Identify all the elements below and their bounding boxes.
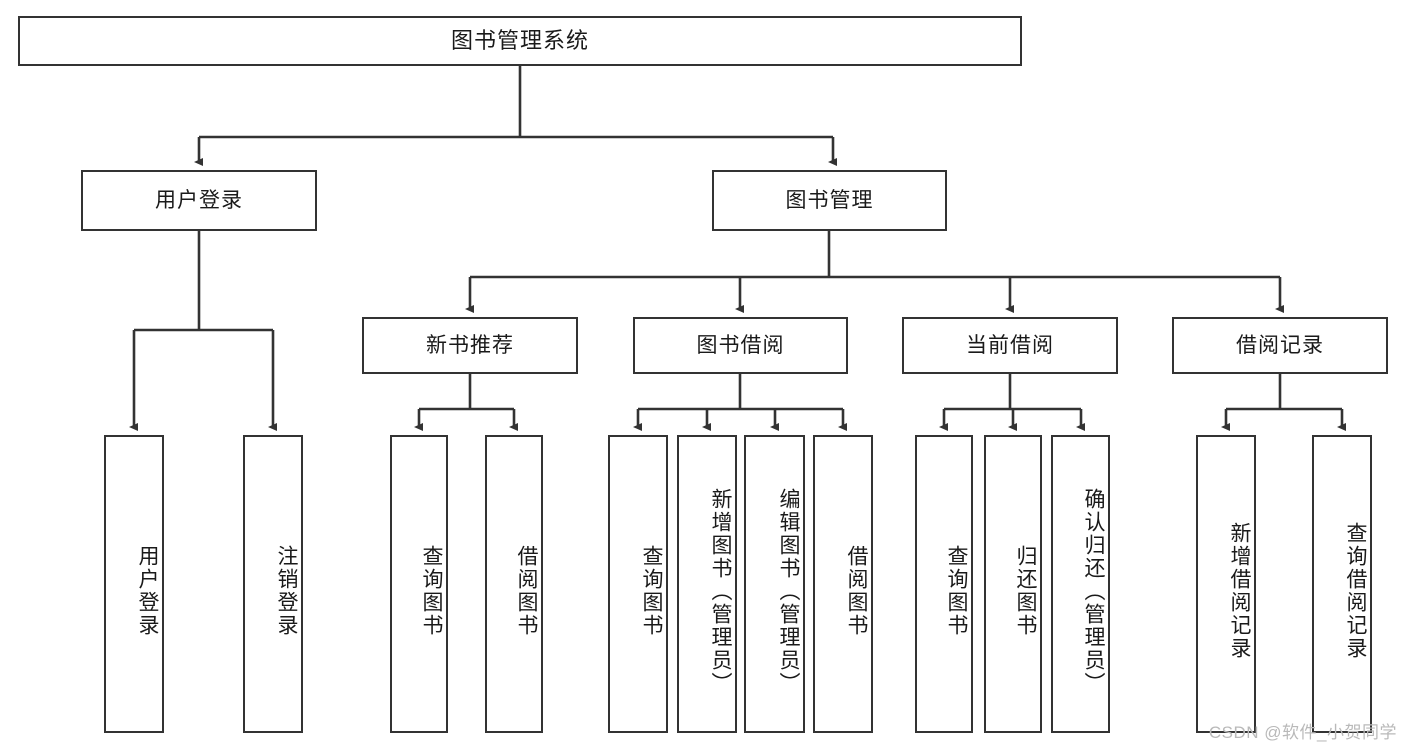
node-label: 查询借阅记录 (1344, 522, 1367, 660)
node-label: 查询图书 (420, 545, 443, 637)
node-new-book-recommend[interactable]: 新书推荐 (362, 317, 578, 374)
node-label: 查询图书 (945, 545, 968, 637)
leaf-borrow-query-book[interactable]: 查询图书 (608, 435, 668, 733)
node-label: 借阅记录 (1236, 333, 1324, 357)
node-label: 编辑图书（管理员） (777, 487, 800, 695)
node-label: 用户登录 (155, 188, 243, 212)
leaf-recommend-borrow-book[interactable]: 借阅图书 (485, 435, 543, 733)
leaf-recommend-query-book[interactable]: 查询图书 (390, 435, 448, 733)
node-label: 新增借阅记录 (1228, 522, 1251, 660)
node-book-borrow[interactable]: 图书借阅 (633, 317, 848, 374)
leaf-borrow-edit-book-admin[interactable]: 编辑图书（管理员） (744, 435, 805, 733)
node-label: 用户登录 (136, 545, 159, 637)
leaf-current-query-book[interactable]: 查询图书 (915, 435, 973, 733)
node-label: 查询图书 (640, 545, 663, 637)
node-current-borrow[interactable]: 当前借阅 (902, 317, 1118, 374)
node-label: 图书管理 (785, 188, 874, 212)
node-borrow-record[interactable]: 借阅记录 (1172, 317, 1388, 374)
node-label: 借阅图书 (845, 545, 868, 637)
leaf-user-logout[interactable]: 注销登录 (243, 435, 303, 733)
csdn-watermark: CSDN @软件_小贺同学 (1208, 723, 1397, 742)
leaf-current-confirm-return-admin[interactable]: 确认归还（管理员） (1051, 435, 1110, 733)
node-label: 新书推荐 (426, 333, 514, 357)
node-user-login[interactable]: 用户登录 (81, 170, 317, 231)
node-root-book-management-system[interactable]: 图书管理系统 (18, 16, 1022, 66)
node-label: 新增图书（管理员） (709, 487, 732, 695)
leaf-record-query-borrow-record[interactable]: 查询借阅记录 (1312, 435, 1372, 733)
node-label: 确认归还（管理员） (1082, 487, 1105, 695)
node-label: 借阅图书 (515, 545, 538, 637)
leaf-current-return-book[interactable]: 归还图书 (984, 435, 1042, 733)
node-label: 图书借阅 (696, 333, 785, 357)
leaf-user-login[interactable]: 用户登录 (104, 435, 164, 733)
node-label: 注销登录 (275, 545, 298, 637)
node-label: 归还图书 (1014, 545, 1037, 637)
leaf-borrow-borrow-book[interactable]: 借阅图书 (813, 435, 873, 733)
leaf-borrow-add-book-admin[interactable]: 新增图书（管理员） (677, 435, 737, 733)
node-label: 当前借阅 (966, 333, 1054, 357)
leaf-record-add-borrow-record[interactable]: 新增借阅记录 (1196, 435, 1256, 733)
node-label: 图书管理系统 (450, 27, 589, 53)
node-book-management[interactable]: 图书管理 (712, 170, 947, 231)
